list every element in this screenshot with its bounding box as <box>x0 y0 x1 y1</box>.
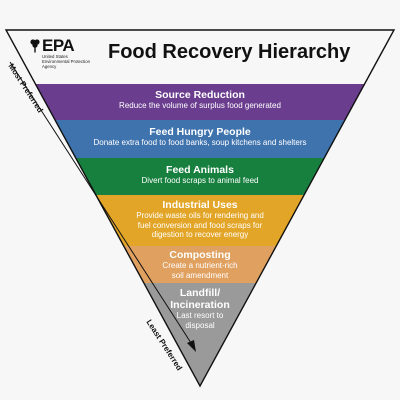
band-source-reduction <box>35 84 365 120</box>
level-title: Incineration <box>170 299 230 311</box>
pyramid-outline <box>4 29 396 388</box>
band-industrial-uses <box>95 195 305 246</box>
level-description: Divert food scraps to animal feed <box>141 176 259 185</box>
level-description: Provide waste oils for rendering and <box>136 211 264 220</box>
agency-line-3: Agency <box>42 63 57 69</box>
band-landfill-incineration <box>143 283 257 386</box>
diagram-title: Food Recovery Hierarchy <box>108 41 351 63</box>
epa-agency-name: United States Environmental Protection A… <box>42 54 112 69</box>
level-title: Composting <box>169 249 231 261</box>
level-description: Create a nutrient-rich <box>162 261 238 270</box>
epa-logo: EPA United States Environmental Protecti… <box>28 36 108 74</box>
band-feed-animals <box>75 158 325 195</box>
band-composting <box>123 246 277 283</box>
epa-flower-icon <box>30 39 40 53</box>
level-description: disposal <box>185 320 215 330</box>
preference-arrow <box>9 61 194 347</box>
level-title: Industrial Uses <box>162 199 238 211</box>
level-title: Source Reduction <box>155 89 245 101</box>
epa-wordmark: EPA <box>42 36 75 55</box>
level-description: Last resort to <box>176 311 224 320</box>
level-description: fuel conversion and food scraps for <box>137 220 263 230</box>
level-description: Donate extra food to food banks, soup ki… <box>93 138 307 147</box>
level-title: Feed Animals <box>166 164 234 176</box>
band-feed-hungry-people <box>55 120 345 158</box>
agency-line-1: United States <box>42 54 68 59</box>
level-description: Reduce the volume of surplus food genera… <box>119 101 281 110</box>
level-title: Landfill/ <box>179 287 221 299</box>
level-title: Feed Hungry People <box>149 126 251 138</box>
level-description: digestion to recover energy <box>151 230 249 239</box>
preference-arrow-head <box>187 340 196 352</box>
agency-line-2: Environmental Protection <box>42 58 91 64</box>
pyramid-bands <box>35 84 365 386</box>
level-description: soil amendment <box>171 270 229 280</box>
